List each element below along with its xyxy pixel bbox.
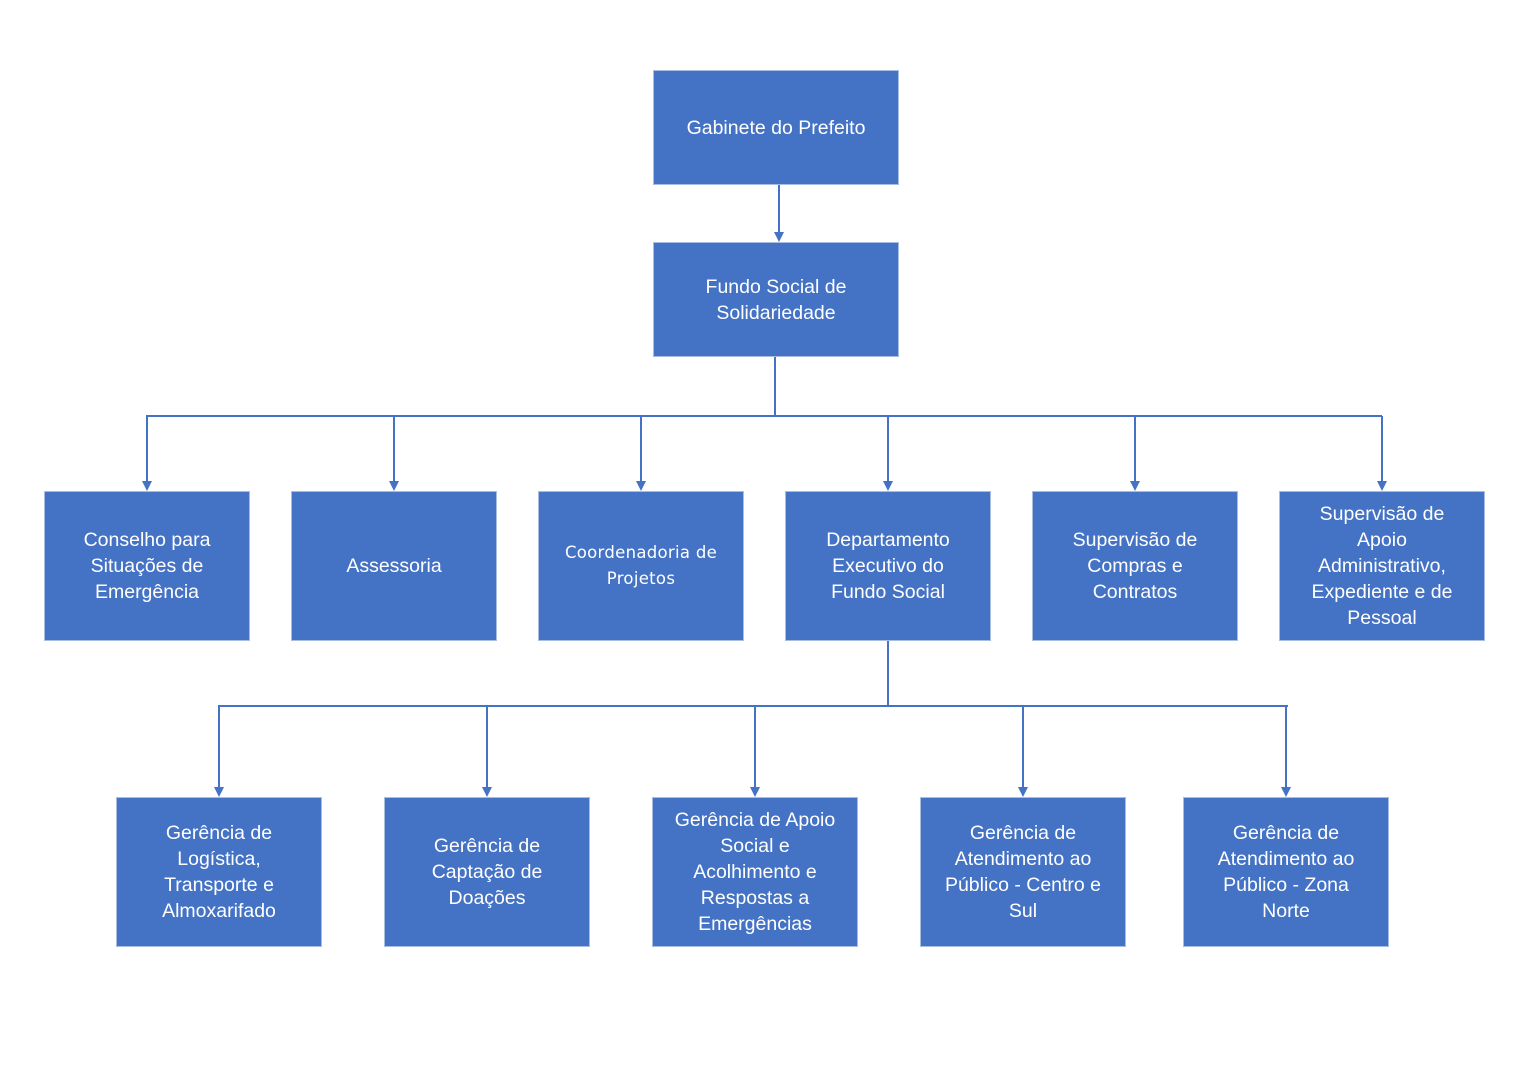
node-label: Gabinete do Prefeito (686, 116, 866, 139)
node-label: Assessoria (346, 555, 442, 577)
node-conselho-emergencia: Conselho para Situações de Emergência (44, 491, 250, 641)
node-supervisao-apoio-administrativo: Supervisão de Apoio Administrativo, Expe… (1279, 491, 1485, 641)
node-label: Supervisão de Apoio Administrativo, Expe… (1311, 503, 1453, 629)
node-label: Gerência de Apoio Social e Acolhimento e… (674, 809, 836, 935)
node-gerencia-captacao: Gerência de Captação de Doações (384, 797, 590, 947)
node-label: Gerência de Captação de Doações (431, 835, 543, 909)
node-label: Departamento Executivo do Fundo Social (826, 529, 950, 603)
node-gabinete-do-prefeito: Gabinete do Prefeito (653, 70, 899, 185)
node-label: Conselho para Situações de Emergência (83, 529, 211, 603)
node-label: Fundo Social de Solidariedade (705, 275, 847, 324)
node-gerencia-apoio-social: Gerência de Apoio Social e Acolhimento e… (652, 797, 858, 947)
node-fundo-social: Fundo Social de Solidariedade (653, 242, 899, 357)
node-label: Gerência de Atendimento ao Público - Cen… (944, 822, 1102, 922)
node-gerencia-atendimento-zona-norte: Gerência de Atendimento ao Público - Zon… (1183, 797, 1389, 947)
node-departamento-executivo: Departamento Executivo do Fundo Social (785, 491, 991, 641)
node-coordenadoria-projetos: Coordenadoria de Projetos (538, 491, 744, 641)
node-gerencia-logistica: Gerência de Logística, Transporte e Almo… (116, 797, 322, 947)
node-label: Gerência de Logística, Transporte e Almo… (162, 822, 276, 922)
node-label: Coordenadoria de Projetos (564, 543, 718, 588)
node-label: Gerência de Atendimento ao Público - Zon… (1217, 822, 1355, 922)
node-supervisao-compras: Supervisão de Compras e Contratos (1032, 491, 1238, 641)
node-assessoria: Assessoria (291, 491, 497, 641)
node-gerencia-atendimento-centro-sul: Gerência de Atendimento ao Público - Cen… (920, 797, 1126, 947)
node-label: Supervisão de Compras e Contratos (1072, 529, 1198, 603)
